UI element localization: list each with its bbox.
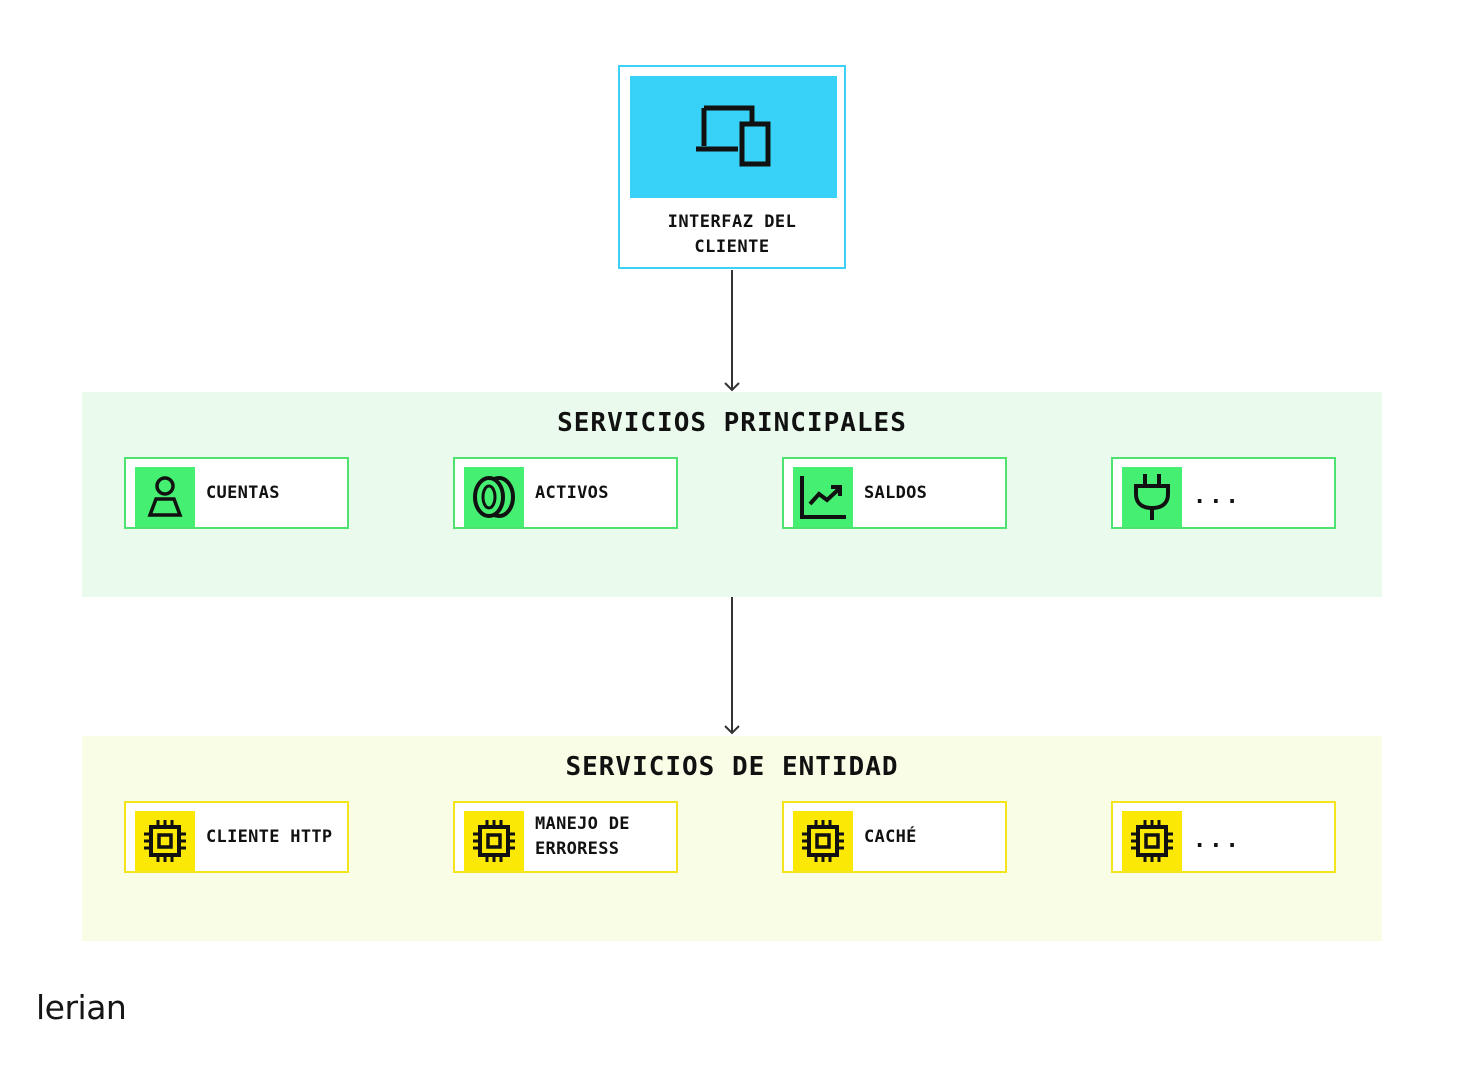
entity-services-section: SERVICIOS DE ENTIDAD CLIENTE HTTP xyxy=(82,736,1382,941)
card-icon-container xyxy=(135,467,195,527)
entity-card-label: MANEJO DE ERRORESS xyxy=(535,814,630,859)
flow-arrow-core-to-entity xyxy=(724,597,740,735)
client-icon-area xyxy=(630,76,837,198)
core-services-section: SERVICIOS PRINCIPALES CUENTAS ACTIVOS xyxy=(82,392,1382,597)
lerian-logo: lerian xyxy=(36,988,127,1027)
user-icon xyxy=(147,476,183,517)
flow-arrow-client-to-core xyxy=(724,270,740,392)
card-icon-container xyxy=(1122,811,1182,871)
cpu-icon xyxy=(1131,820,1173,862)
entity-card-more: ... xyxy=(1111,801,1336,873)
client-interface-label: INTERFAZ DEL CLIENTE xyxy=(667,212,797,257)
entity-card-cache: CACHÉ xyxy=(782,801,1007,873)
card-icon-container xyxy=(793,811,853,871)
entity-services-title: SERVICIOS DE ENTIDAD xyxy=(565,752,899,782)
service-card-label: SALDOS xyxy=(864,482,928,503)
card-icon-container xyxy=(1122,467,1182,527)
entity-card-label: CLIENTE HTTP xyxy=(206,826,333,847)
service-card-activos: ACTIVOS xyxy=(453,457,678,529)
service-card-more: ... xyxy=(1111,457,1336,529)
service-card-label: CUENTAS xyxy=(206,482,280,503)
card-icon-container xyxy=(464,811,524,871)
entity-card-error-handling: MANEJO DE ERRORESS xyxy=(453,801,678,873)
service-card-label: ACTIVOS xyxy=(535,482,609,503)
cpu-icon xyxy=(802,820,844,862)
core-services-title: SERVICIOS PRINCIPALES xyxy=(557,408,907,438)
client-interface-box: INTERFAZ DEL CLIENTE xyxy=(618,65,846,269)
entity-card-http-client: CLIENTE HTTP xyxy=(124,801,349,873)
service-card-cuentas: CUENTAS xyxy=(124,457,349,529)
devices-icon xyxy=(695,105,770,167)
cpu-icon xyxy=(144,820,186,862)
plug-icon xyxy=(1134,474,1170,520)
chart-line-icon xyxy=(800,476,846,519)
card-icon-container xyxy=(135,811,195,871)
service-card-label: ... xyxy=(1193,483,1242,509)
cpu-icon xyxy=(473,820,515,862)
entity-card-label: CACHÉ xyxy=(864,826,917,847)
service-card-saldos: SALDOS xyxy=(782,457,1007,529)
card-icon-container xyxy=(464,467,524,527)
entity-card-label: ... xyxy=(1193,827,1242,853)
coins-icon xyxy=(473,476,515,518)
card-icon-container xyxy=(793,467,853,527)
